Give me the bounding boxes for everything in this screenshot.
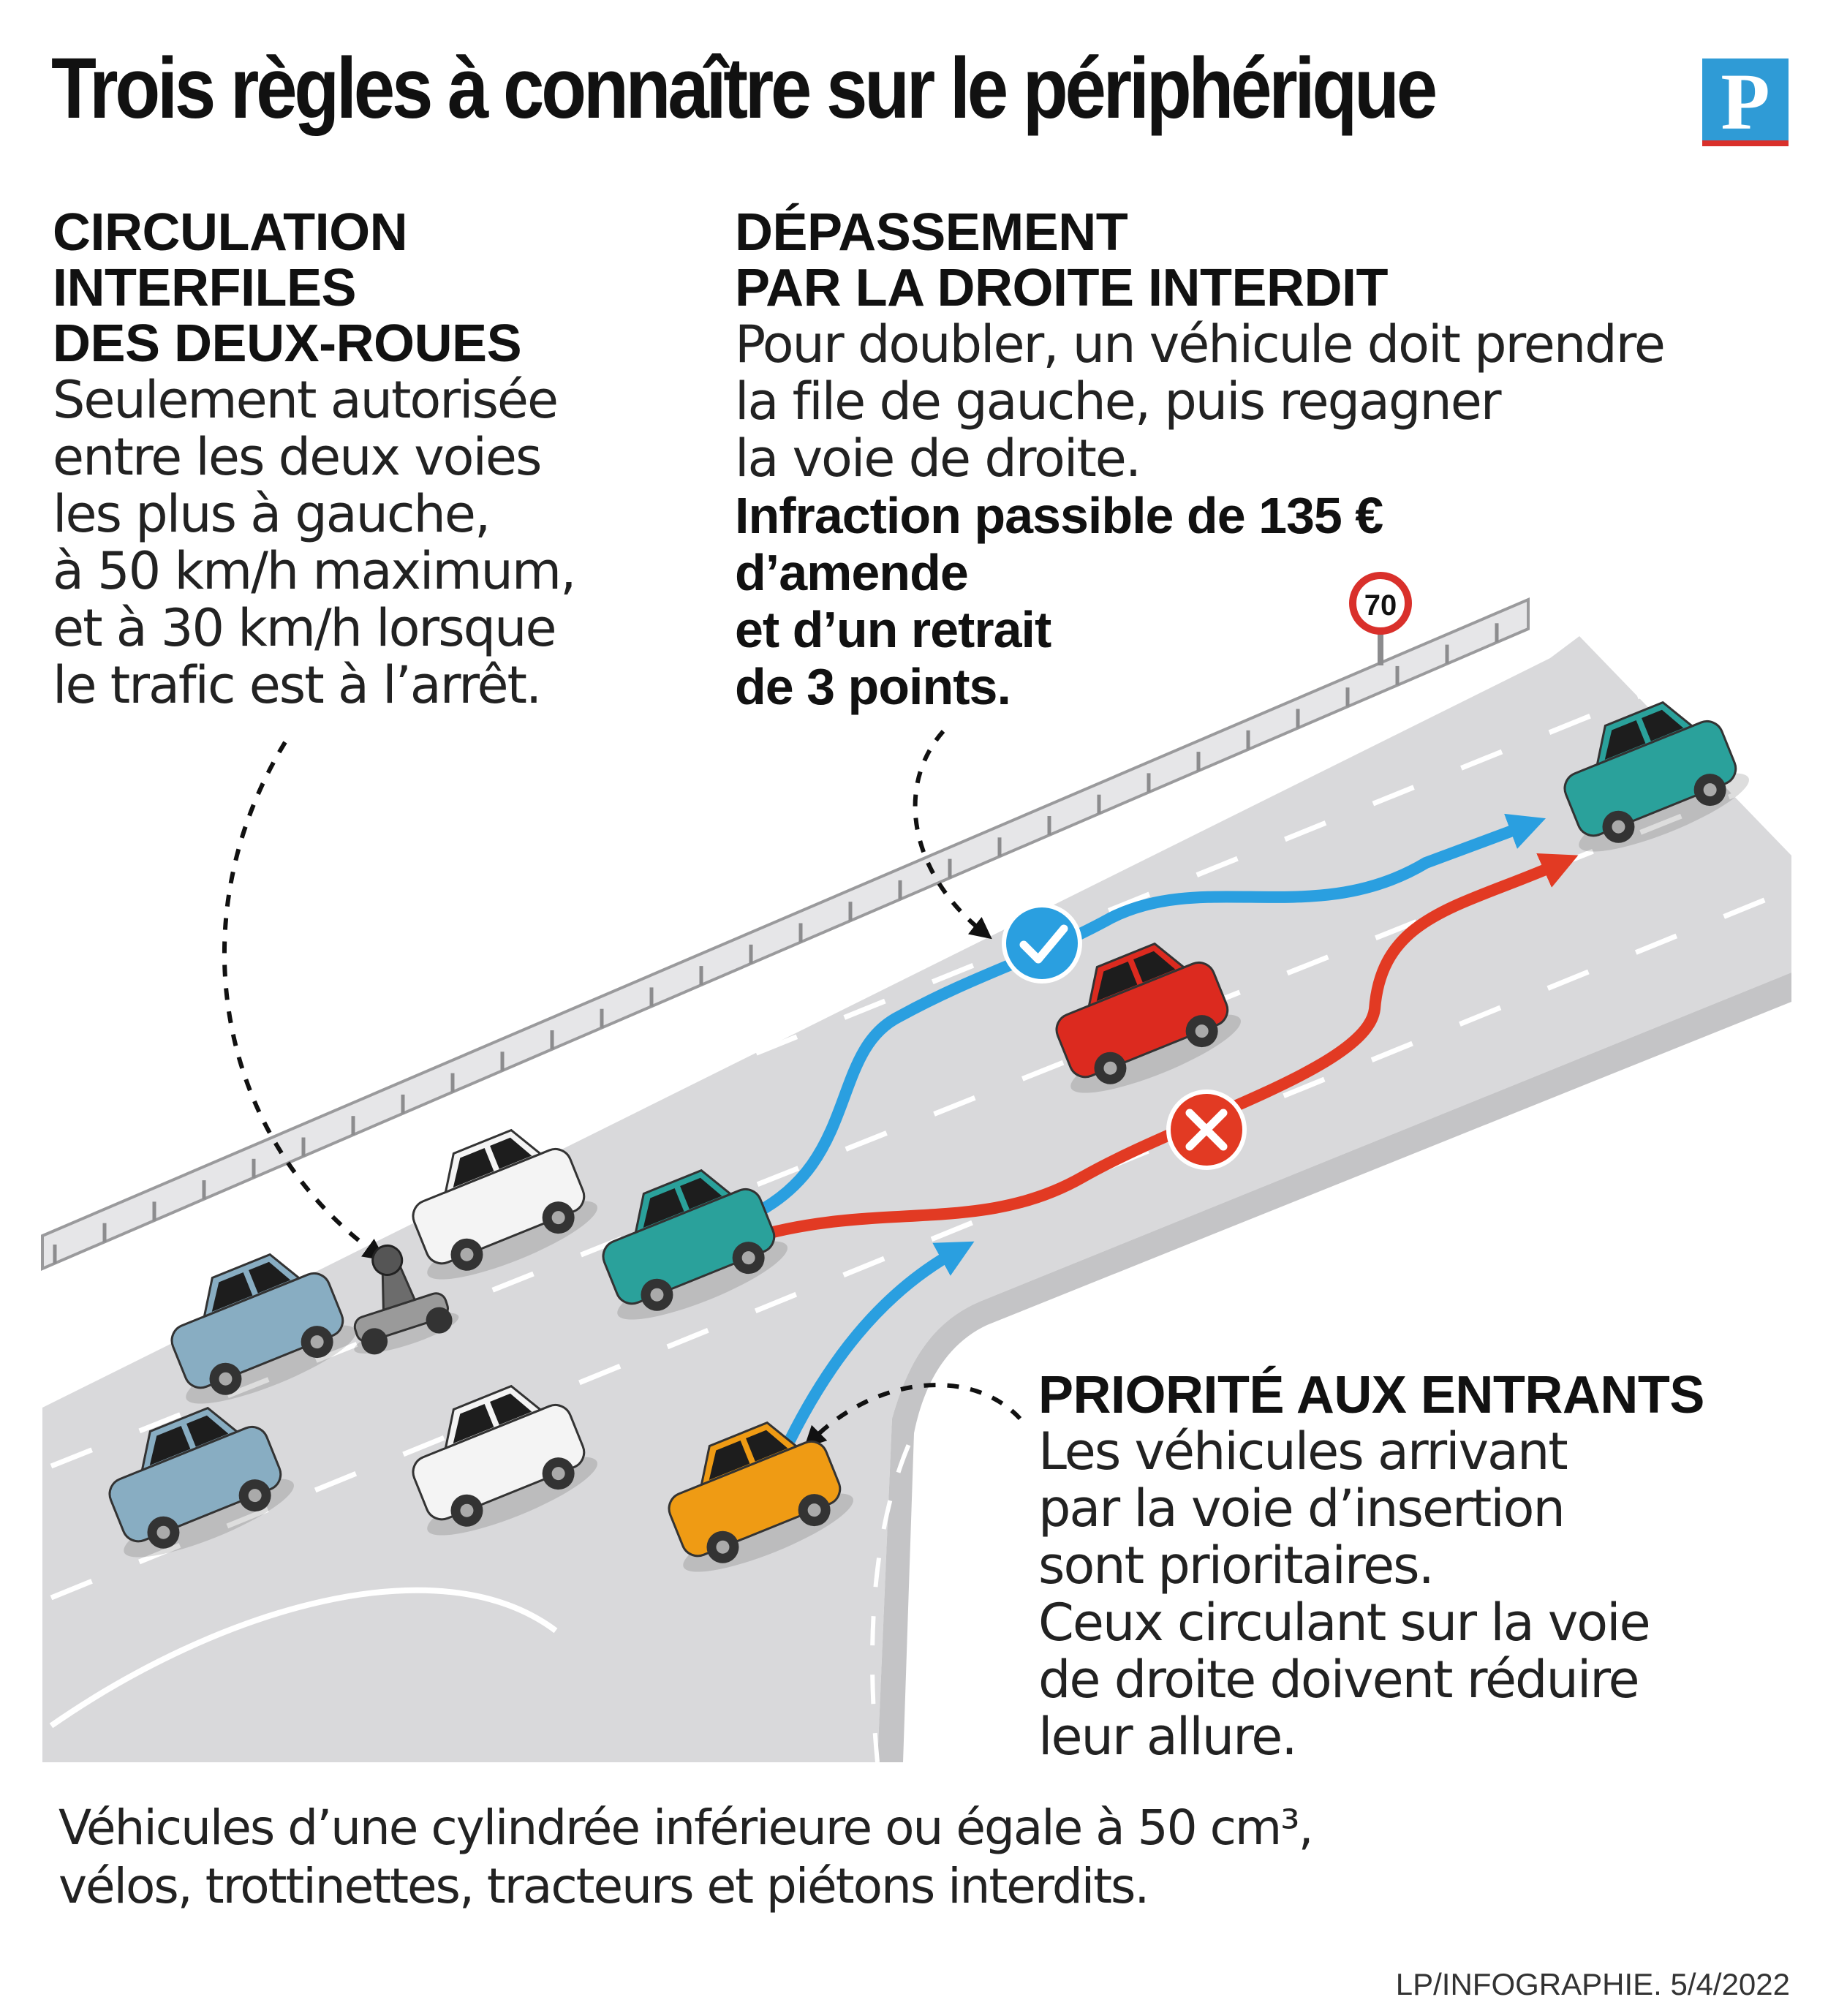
pointer-interfiles <box>222 741 386 1261</box>
interfiles-heading-3: DES DEUX-ROUES <box>53 314 522 373</box>
footer-note-line-1: Véhicules d’une cylindrée inférieure ou … <box>58 1800 1314 1856</box>
entering-vehicle-path <box>784 1241 975 1443</box>
priorite-body-1: Les véhicules arrivant <box>1038 1422 1568 1481</box>
footer-note: Véhicules d’une cylindrée inférieure ou … <box>58 1799 1314 1916</box>
priorite-body-6: leur allure. <box>1038 1707 1298 1767</box>
priorite-body-2: par la voie d’insertion <box>1038 1479 1565 1539</box>
priorite-body-5: de droite doivent réduire <box>1038 1650 1640 1710</box>
pointer-priorite <box>804 1383 1022 1449</box>
car-blue-grey-bottom <box>108 1406 294 1558</box>
car-teal-overtaking <box>602 1169 788 1320</box>
guardrail-posts <box>53 623 1499 1264</box>
logo-letter: P <box>1721 58 1770 146</box>
car-white-bottom <box>412 1384 597 1536</box>
interfiles-heading-2: INTERFILES <box>53 259 357 317</box>
motorcycle <box>353 1244 459 1355</box>
interfiles-body-4: à 50 km/h maximum, <box>53 541 576 601</box>
forbidden-overtake-path <box>744 853 1579 1245</box>
priorite-body-4: Ceux circulant sur la voie <box>1038 1593 1651 1653</box>
section-depassement: DÉPASSEMENT PAR LA DROITE INTERDIT Pour … <box>735 203 1666 715</box>
interfiles-heading-1: CIRCULATION <box>53 203 408 262</box>
priorite-body-3: sont prioritaires. <box>1038 1536 1435 1596</box>
priorite-heading: PRIORITÉ AUX ENTRANTS <box>1038 1366 1704 1424</box>
depassement-penalty-4: de 3 points. <box>735 658 1011 715</box>
depassement-penalty-2: d’amende <box>735 544 969 601</box>
depassement-heading-2: PAR LA DROITE INTERDIT <box>735 259 1388 317</box>
interfiles-body-2: entre les deux voies <box>53 427 542 487</box>
credit-line: LP/INFOGRAPHIE. 5/4/2022 <box>1395 1967 1790 2001</box>
guardrail <box>41 597 1530 1272</box>
car-orange-entering <box>668 1421 853 1572</box>
newspaper-logo-icon: P <box>1702 58 1789 146</box>
speed-limit-sign-icon: 70 <box>1349 572 1412 665</box>
interfiles-body-3: les plus à gauche, <box>53 484 491 544</box>
page-title: Trois règles à connaître sur le périphér… <box>51 40 1438 137</box>
depassement-penalty-3: et d’un retrait <box>735 601 1051 658</box>
interfiles-body-6: le trafic est à l’arrêt. <box>53 655 542 715</box>
depassement-body-2: la file de gauche, puis regagner <box>735 371 1502 431</box>
depassement-heading-1: DÉPASSEMENT <box>735 203 1128 262</box>
depassement-body-1: Pour doubler, un véhicule doit prendre <box>735 314 1666 374</box>
pointer-depassement <box>913 730 992 940</box>
car-blue-grey-left <box>170 1253 356 1404</box>
depassement-body-3: la voie de droite. <box>735 429 1141 488</box>
interfiles-body-1: Seulement autorisée <box>53 370 559 430</box>
car-white-top <box>412 1128 597 1280</box>
speed-limit-value: 70 <box>1364 589 1397 622</box>
interfiles-body-5: et à 30 km/h lorsque <box>53 598 557 658</box>
cross-icon <box>1166 1090 1247 1170</box>
car-red-overtaken <box>1055 942 1241 1093</box>
footer-note-line-2: vélos, trottinettes, tracteurs et piéton… <box>58 1858 1149 1914</box>
section-priorite: PRIORITÉ AUX ENTRANTS Les véhicules arri… <box>1038 1367 1704 1765</box>
section-interfiles: CIRCULATION INTERFILES DES DEUX-ROUES Se… <box>53 203 576 715</box>
check-icon <box>1002 903 1082 984</box>
car-teal-front <box>1563 701 1749 852</box>
depassement-penalty-1: Infraction passible de 135 € <box>735 487 1383 544</box>
